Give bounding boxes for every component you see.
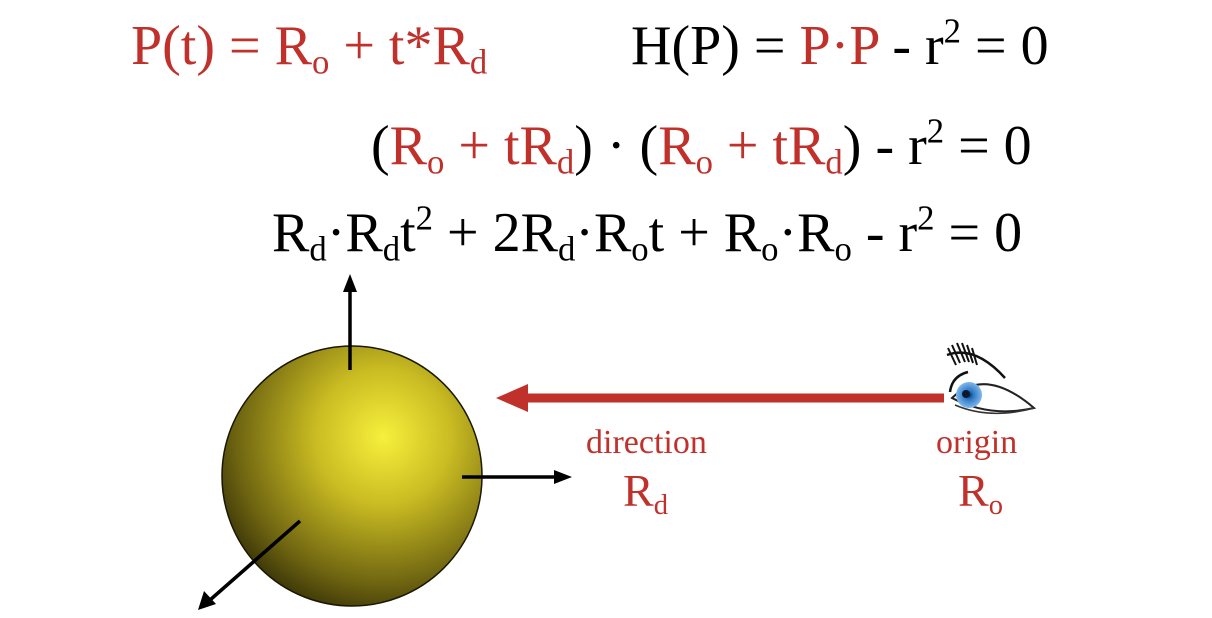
ray-rd-base: R xyxy=(432,15,470,77)
quad-t2: ·R xyxy=(326,202,383,264)
quad-t2-sub: d xyxy=(382,229,401,269)
quad-t8: - r xyxy=(851,202,918,264)
quad-t5: ·R xyxy=(575,202,632,264)
sphere-pdotp: P·P xyxy=(799,15,879,77)
sub-a-r: R xyxy=(389,115,428,177)
sub-a-plus: + tR xyxy=(444,115,557,177)
normal-arrow-up xyxy=(343,274,357,370)
sub-open1: ( xyxy=(371,115,390,177)
quad-t6: t + R xyxy=(648,202,762,264)
sub-b-plus: + tR xyxy=(712,115,826,177)
normal-arrow-down-left xyxy=(198,519,302,610)
sub-rhs: = 0 xyxy=(944,115,1032,177)
substituted-equation: (Ro + tRd) · (Ro + tRd) - r2 = 0 xyxy=(371,114,1032,180)
sub-b-r: R xyxy=(658,115,696,177)
sphere-r-exp: 2 xyxy=(943,11,961,51)
direction-vector-label: Rd xyxy=(623,465,668,520)
normal-arrow-right xyxy=(462,470,572,484)
ro-sub: o xyxy=(988,489,1003,521)
quad-t1: R xyxy=(272,202,310,264)
quad-t4-sub: d xyxy=(557,229,576,269)
sphere-equation: H(P) = P·P - r2 = 0 xyxy=(631,14,1049,77)
ray-equation: P(t) = Ro + t*Rd xyxy=(131,15,487,80)
ray-rd-sub: d xyxy=(469,42,488,82)
quad-t5-sub: o xyxy=(631,229,649,269)
quad-t6-sub: o xyxy=(761,229,779,269)
sub-a-o: o xyxy=(427,142,445,182)
ray-direction-arrow xyxy=(496,384,944,412)
sphere-rhs: = 0 xyxy=(960,15,1049,77)
origin-vector-label: Ro xyxy=(958,465,1003,520)
origin-label: origin xyxy=(936,424,1018,461)
sub-dot: · xyxy=(592,115,640,177)
sub-close1: ) xyxy=(574,115,593,177)
sub-open2: ( xyxy=(639,115,659,177)
sub-r-exp: 2 xyxy=(926,111,945,151)
ray-ro-base: R xyxy=(274,15,312,77)
quadratic-equation: Rd·Rdt2 + 2Rd·Rot + Ro·Ro - r2 = 0 xyxy=(272,201,1023,267)
ray-plus: + t* xyxy=(329,15,433,77)
sphere-lhs: H(P) = xyxy=(631,15,800,77)
quad-t7-sub: o xyxy=(834,229,852,269)
ray-eq: = xyxy=(215,15,275,77)
sub-a-d: d xyxy=(556,142,575,182)
quad-rhs: = 0 xyxy=(934,202,1023,264)
eye-icon xyxy=(946,342,1037,415)
sub-b-d: d xyxy=(825,142,843,182)
sub-close2: ) xyxy=(842,115,862,177)
rd-base: R xyxy=(623,465,654,516)
quad-t3-sup: 2 xyxy=(415,198,433,238)
sub-b-o: o xyxy=(695,142,713,182)
sphere xyxy=(221,345,483,607)
ro-base: R xyxy=(958,465,989,516)
rd-sub: d xyxy=(653,489,668,521)
direction-label: direction xyxy=(586,424,707,461)
quad-t7: ·R xyxy=(778,202,835,264)
sphere-minus-r: - r xyxy=(878,15,944,77)
quad-t4: + 2R xyxy=(433,202,558,264)
ray-ro-sub: o xyxy=(311,42,330,82)
quad-t8-sup: 2 xyxy=(917,198,935,238)
ray-lhs: P(t) xyxy=(131,15,215,77)
quad-t1-sub: d xyxy=(309,229,327,269)
sub-minus-r: - r xyxy=(861,115,927,177)
quad-t3: t xyxy=(400,202,416,264)
